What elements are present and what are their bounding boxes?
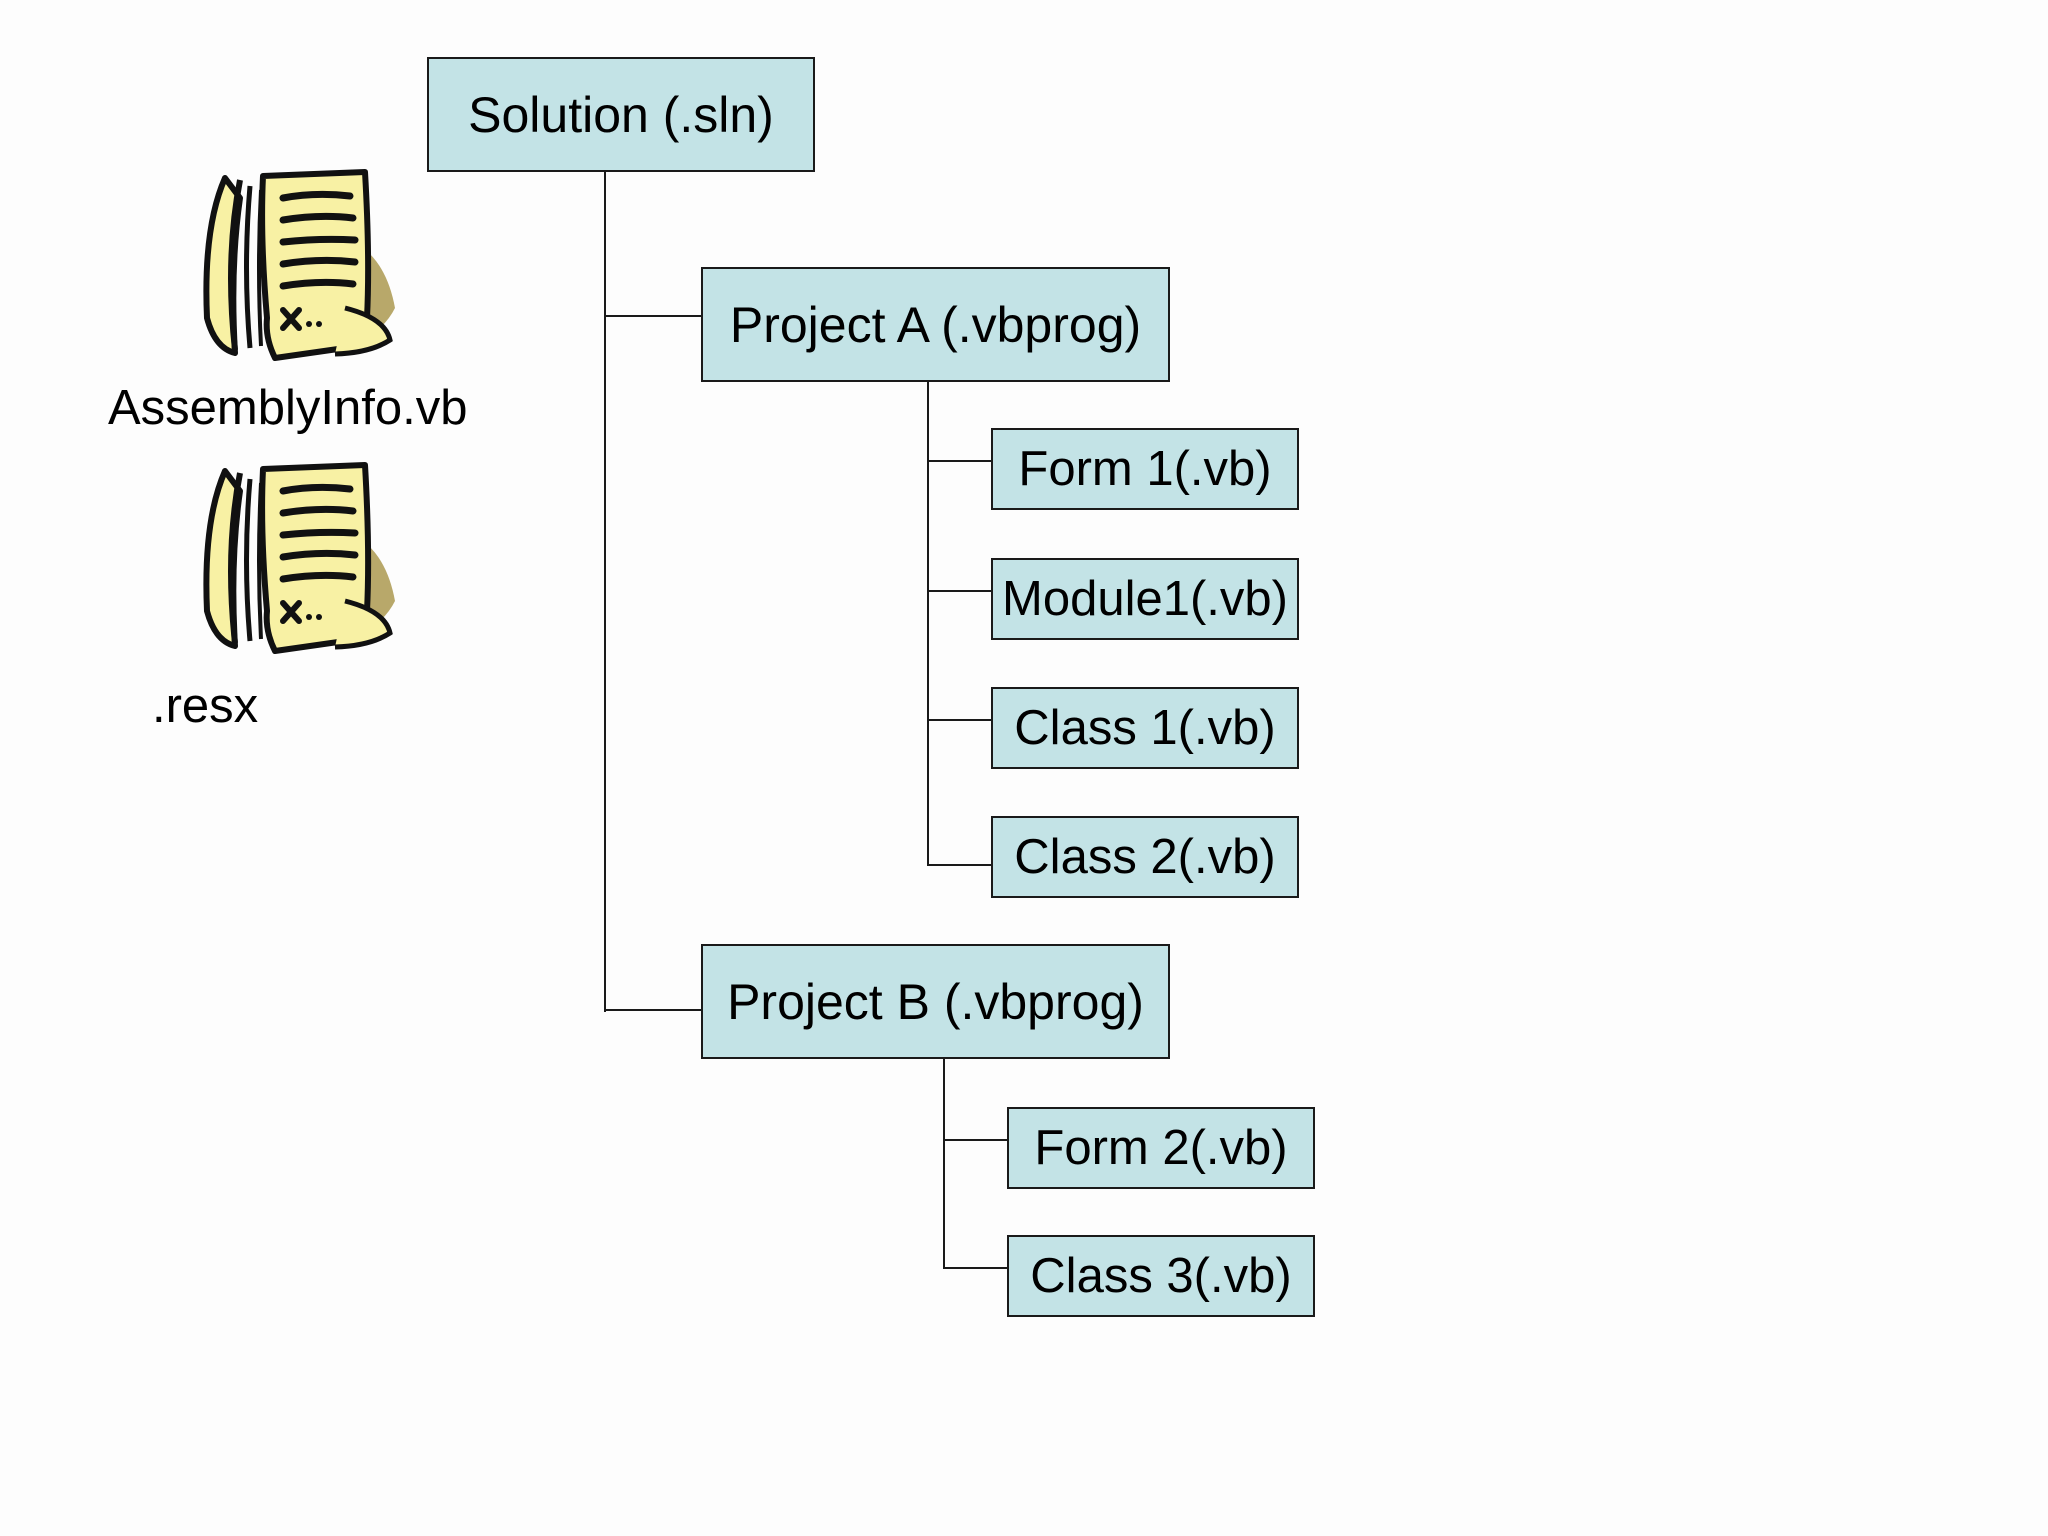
assemblyinfo-label: AssemblyInfo.vb: [108, 381, 468, 435]
class3-node: Class 3(.vb): [1007, 1235, 1315, 1317]
connector-project-a-trunk: [927, 382, 929, 866]
class1-node: Class 1(.vb): [991, 687, 1299, 769]
connector-project-b-trunk: [943, 1059, 945, 1269]
connector-to-class2: [927, 864, 992, 866]
resx-label: .resx: [152, 679, 259, 733]
connector-to-project-b: [604, 1009, 702, 1011]
connector-to-class1: [927, 719, 992, 721]
form1-node: Form 1(.vb): [991, 428, 1299, 510]
module1-node: Module1(.vb): [991, 558, 1299, 640]
connector-to-form2: [943, 1139, 1008, 1141]
class2-node: Class 2(.vb): [991, 816, 1299, 898]
connector-to-form1: [927, 460, 992, 462]
connector-to-class3: [943, 1267, 1008, 1269]
form2-node: Form 2(.vb): [1007, 1107, 1315, 1189]
project-b-node: Project B (.vbprog): [701, 944, 1170, 1059]
document-scroll-icon: [203, 462, 395, 654]
solution-node: Solution (.sln): [427, 57, 815, 172]
connector-to-module1: [927, 590, 992, 592]
connector-to-project-a: [604, 315, 702, 317]
project-a-node: Project A (.vbprog): [701, 267, 1170, 382]
connector-solution-trunk: [604, 172, 606, 1012]
document-scroll-icon: [203, 169, 395, 361]
